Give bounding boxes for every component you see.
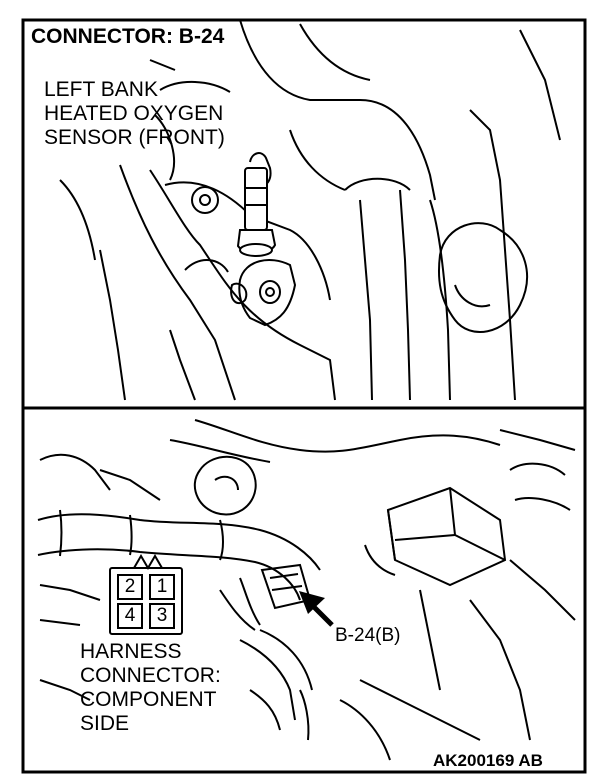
sensor-label-line-1: LEFT BANK [44,78,158,101]
pin-label: 4 [124,605,136,626]
harness-label-line-1: HARNESS [80,640,182,663]
diagram-title: CONNECTOR: B-24 [31,25,225,48]
pin-diagram [109,554,183,635]
harness-label-line-4: SIDE [80,712,130,735]
harness-label-line-3: COMPONENT [80,688,217,711]
lower-engine-illustration [37,419,576,761]
connector-callout-label: B-24(B) [335,625,401,646]
outer-frame [21,18,587,774]
oxygen-sensor-drawing [236,152,277,257]
connector-arrow [299,591,334,627]
sensor-label-line-3: SENSOR (FRONT) [44,126,225,149]
figure-id: AK200169 AB [433,751,543,770]
harness-label-line-2: CONNECTOR: [80,664,221,687]
pin-label: 3 [156,605,168,626]
upper-engine-illustration [59,19,561,401]
sensor-label-line-2: HEATED OXYGEN [44,102,224,125]
pin-label: 2 [124,576,136,597]
pin-label: 1 [156,576,168,597]
